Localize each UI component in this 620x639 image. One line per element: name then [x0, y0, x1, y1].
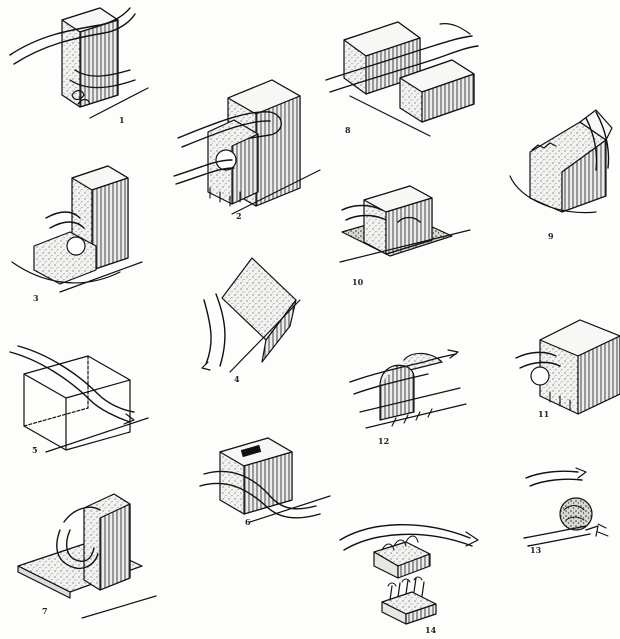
- sketch-4: [202, 258, 300, 372]
- label-10: 10: [352, 278, 363, 286]
- label-9: 9: [548, 232, 554, 240]
- sketch-6: [200, 438, 330, 522]
- label-12: 12: [378, 437, 389, 445]
- sketch-12: [350, 350, 466, 428]
- label-7: 7: [42, 607, 48, 615]
- label-6: 6: [245, 518, 251, 526]
- sketch-11: [516, 320, 620, 414]
- sketch-1: [10, 8, 148, 118]
- label-14: 14: [425, 626, 436, 634]
- label-13: 13: [530, 546, 541, 554]
- sketch-7: [18, 494, 156, 618]
- sketch-10: [340, 186, 470, 262]
- label-4: 4: [234, 375, 240, 383]
- label-8: 8: [345, 126, 351, 134]
- label-5: 5: [32, 446, 38, 454]
- sketch-8: [326, 22, 478, 136]
- sketch-3: [12, 166, 142, 292]
- sketch-2: [174, 80, 320, 214]
- label-2: 2: [236, 212, 242, 220]
- label-11: 11: [538, 410, 549, 418]
- sketch-9: [510, 110, 612, 213]
- sketch-5: [10, 346, 148, 452]
- label-3: 3: [33, 294, 39, 302]
- sketch-14: [340, 525, 478, 624]
- sketch-13: [524, 468, 608, 546]
- label-1: 1: [119, 116, 125, 124]
